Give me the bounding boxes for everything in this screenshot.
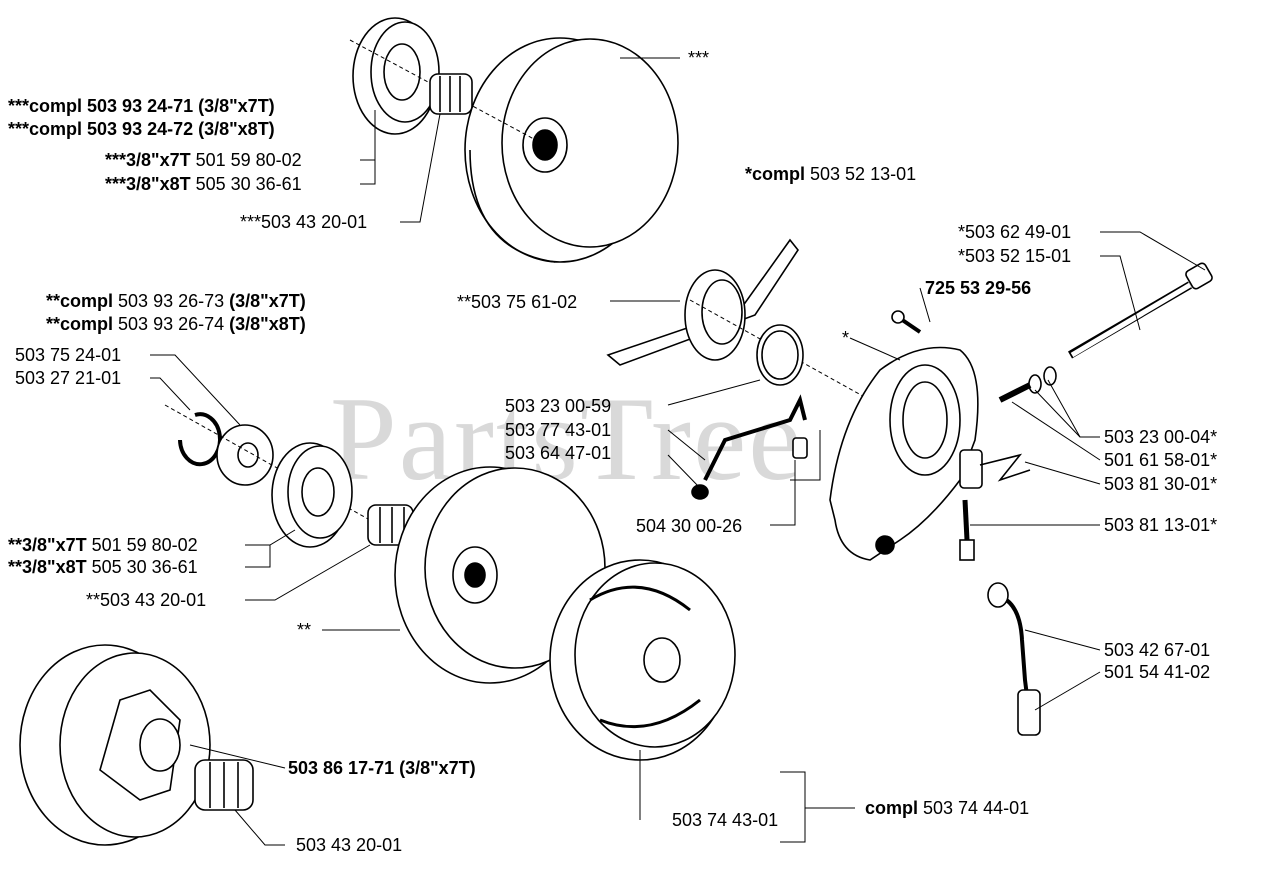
washer (216, 424, 274, 486)
drum-top-compl-1: ***compl 503 93 24-71 (3/8"x7T) (8, 96, 275, 116)
arrow-indicator (979, 453, 1031, 482)
screw-label: 725 53 29-56 (925, 278, 1032, 298)
rim-top-8t: ***3/8"x8T 505 30 36-61 (105, 174, 302, 194)
leader-lines-washer (150, 354, 241, 426)
drum-mid-compl-2: **compl 503 93 26-74 (3/8"x8T) (46, 314, 306, 334)
pump-screw (891, 310, 922, 334)
sprocket-drum-bottom (19, 644, 211, 846)
leader-lines-bottom (189, 744, 286, 846)
needle-bearing-bottom (194, 759, 254, 811)
oring-label: 503 23 00-59 (505, 396, 612, 416)
adjust-screw (959, 499, 975, 561)
bearing-mid-label: **503 43 20-01 (86, 590, 207, 610)
leader-lines-pump (667, 231, 1206, 711)
pipe-label: 503 77 43-01 (505, 420, 612, 440)
hose-label-1: 503 42 67-01 (1104, 640, 1211, 660)
drum-mid-marker: ** (297, 620, 312, 640)
drive-worm-label: **503 75 61-02 (457, 292, 578, 312)
drive-worm (606, 238, 871, 401)
clutch-shoe-label: 503 74 43-01 (672, 810, 779, 830)
oil-hose (987, 582, 1041, 736)
cover-label: 503 81 30-01* (1104, 474, 1218, 494)
circlip (178, 412, 222, 467)
clutch-drum-top (464, 37, 679, 263)
rim-sprocket-top (349, 17, 546, 146)
leader-lines-top (360, 57, 680, 223)
clutch-compl-label: compl 503 74 44-01 (865, 798, 1030, 818)
rim-sprocket-mid (271, 442, 353, 548)
oil-pump-body (829, 346, 983, 561)
adjust-screw-label: 503 81 13-01* (1104, 515, 1218, 535)
nut-label: 504 30 00-26 (636, 516, 743, 536)
drum-top-compl-2: ***compl 503 93 24-72 (3/8"x8T) (8, 119, 275, 139)
rim-mid-8t: **3/8"x8T 505 30 36-61 (8, 557, 198, 577)
leader-lines-clutch (639, 750, 855, 843)
pump-compl: *compl 503 52 13-01 (745, 164, 917, 184)
drum-top-marker: *** (688, 48, 710, 68)
rim-mid-7t: **3/8"x7T 501 59 80-02 (8, 535, 198, 555)
spring-parts (998, 366, 1057, 403)
pump-marker: * (842, 328, 850, 348)
shaft-label-2: *503 52 15-01 (958, 246, 1072, 266)
hose-label-2: 501 54 41-02 (1104, 662, 1211, 682)
oring-large (756, 324, 804, 386)
drum-mid-compl-1: **compl 503 93 26-73 (3/8"x7T) (46, 291, 306, 311)
nipple-label: 503 64 47-01 (505, 443, 612, 463)
spring-label: 501 61 58-01* (1104, 450, 1218, 470)
bearing-top: ***503 43 20-01 (240, 212, 368, 232)
sprocket-label: 503 86 17-71 (3/8"x7T) (288, 758, 476, 778)
clip-label: 503 27 21-01 (15, 368, 122, 388)
oil-pipe (691, 394, 808, 500)
rim-top-7t: ***3/8"x7T 501 59 80-02 (105, 150, 302, 170)
needle-bearing-top (429, 73, 473, 115)
watermark: PartsTree (330, 372, 804, 505)
bearing-bottom-label: 503 43 20-01 (296, 835, 403, 855)
washer-label: 503 75 24-01 (15, 345, 122, 365)
leader-lines-mid (245, 529, 400, 631)
shaft-label-1: *503 62 49-01 (958, 222, 1072, 242)
pump-shaft (1067, 262, 1213, 359)
clutch-assembly (549, 559, 736, 761)
oring-2-label: 503 23 00-04* (1104, 427, 1218, 447)
